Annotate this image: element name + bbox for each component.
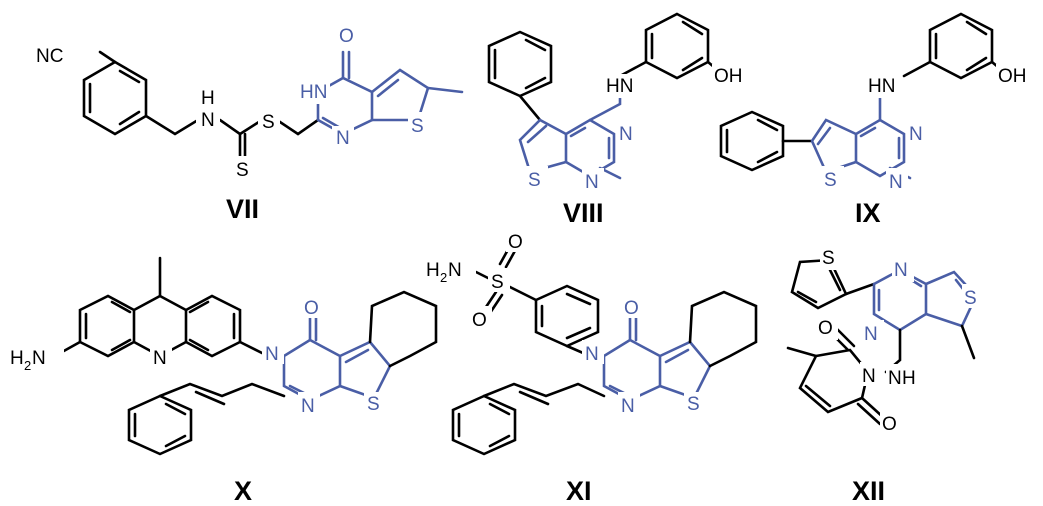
thienyl-s-label: S bbox=[822, 248, 835, 269]
hydrazine-h-label: H bbox=[902, 368, 916, 389]
thioester-s-label: S bbox=[262, 112, 275, 133]
compound-label-xi: XI bbox=[566, 476, 592, 506]
pyrimidine-n-label: N bbox=[301, 396, 315, 417]
amine-h-label: H bbox=[10, 348, 24, 369]
thiophene-s-label: S bbox=[964, 288, 977, 309]
compound-label-xii: XII bbox=[852, 476, 885, 506]
nitrile-label: NC bbox=[36, 46, 63, 67]
thiophene-s-label: S bbox=[367, 394, 380, 415]
lactam-hn-label: HN bbox=[300, 82, 327, 103]
compound-xii: S N N S O N N H O XII bbox=[786, 246, 984, 506]
hydrazine-n-label: N bbox=[888, 368, 902, 389]
amine-n-label: N bbox=[201, 110, 215, 131]
pyrimidine-n2-label: N bbox=[585, 172, 599, 193]
sulfonyl-s-label: S bbox=[491, 272, 504, 293]
anilino-hn-label: HN bbox=[606, 76, 633, 97]
lactam-n-label: N bbox=[265, 344, 279, 365]
thiophene-s-label: S bbox=[411, 116, 424, 137]
imide-n-label: N bbox=[862, 366, 876, 387]
thiophene-s-label: S bbox=[528, 170, 541, 191]
carbonyl-o-label: O bbox=[339, 26, 354, 47]
compound-label-x: X bbox=[234, 476, 252, 506]
acridine-n-label: N bbox=[153, 348, 167, 369]
pyrimidine-n1-label: N bbox=[894, 260, 908, 281]
carbonyl-o2-label: O bbox=[882, 414, 897, 435]
sulfonyl-o2-label: O bbox=[472, 310, 487, 331]
compound-vii: NC H N S S HN O N S VII bbox=[34, 24, 464, 224]
carbonyl-o-label: O bbox=[304, 298, 319, 319]
pyrimidine-n1-label: N bbox=[619, 124, 633, 145]
hydroxyl-label: OH bbox=[714, 66, 743, 87]
thiophene-s-label: S bbox=[687, 394, 700, 415]
pyrimidine-n2-label: N bbox=[889, 172, 903, 193]
compound-ix: HN OH N N S IX bbox=[719, 12, 1036, 228]
sulfonyl-o1-label: O bbox=[508, 232, 523, 253]
hydroxyl-label: OH bbox=[998, 66, 1027, 87]
amine-subscript-label: 2 bbox=[24, 358, 31, 373]
pyrimidine-n-label: N bbox=[621, 396, 635, 417]
compound-xi: H 2 N S O O N O N S XI bbox=[424, 228, 758, 506]
compound-x: H 2 N N N O N S X bbox=[8, 256, 438, 506]
sulfonamide-h-label: H bbox=[426, 260, 440, 281]
pyrimidine-n1-label: N bbox=[909, 124, 923, 145]
pyrimidine-n2-label: N bbox=[864, 324, 878, 345]
carbonyl-o1-label: O bbox=[818, 318, 833, 339]
thiophene-s-label: S bbox=[824, 170, 837, 191]
carbonyl-o-label: O bbox=[624, 298, 639, 319]
lactam-n-label: N bbox=[585, 344, 599, 365]
compound-label-vii: VII bbox=[226, 194, 259, 224]
compound-viii: HN OH N N S VIII bbox=[487, 12, 752, 228]
compound-label-viii: VIII bbox=[563, 198, 604, 228]
compound-label-ix: IX bbox=[855, 198, 881, 228]
pyrimidine-n-label: N bbox=[336, 128, 350, 149]
amine-n-label: N bbox=[32, 348, 46, 369]
amine-h-label: H bbox=[201, 88, 215, 109]
anilino-hn-label: HN bbox=[868, 76, 895, 97]
thione-s-label: S bbox=[236, 160, 249, 181]
sulfonamide-n-label: N bbox=[448, 260, 462, 281]
sulfonamide-subscript-label: 2 bbox=[440, 270, 447, 285]
